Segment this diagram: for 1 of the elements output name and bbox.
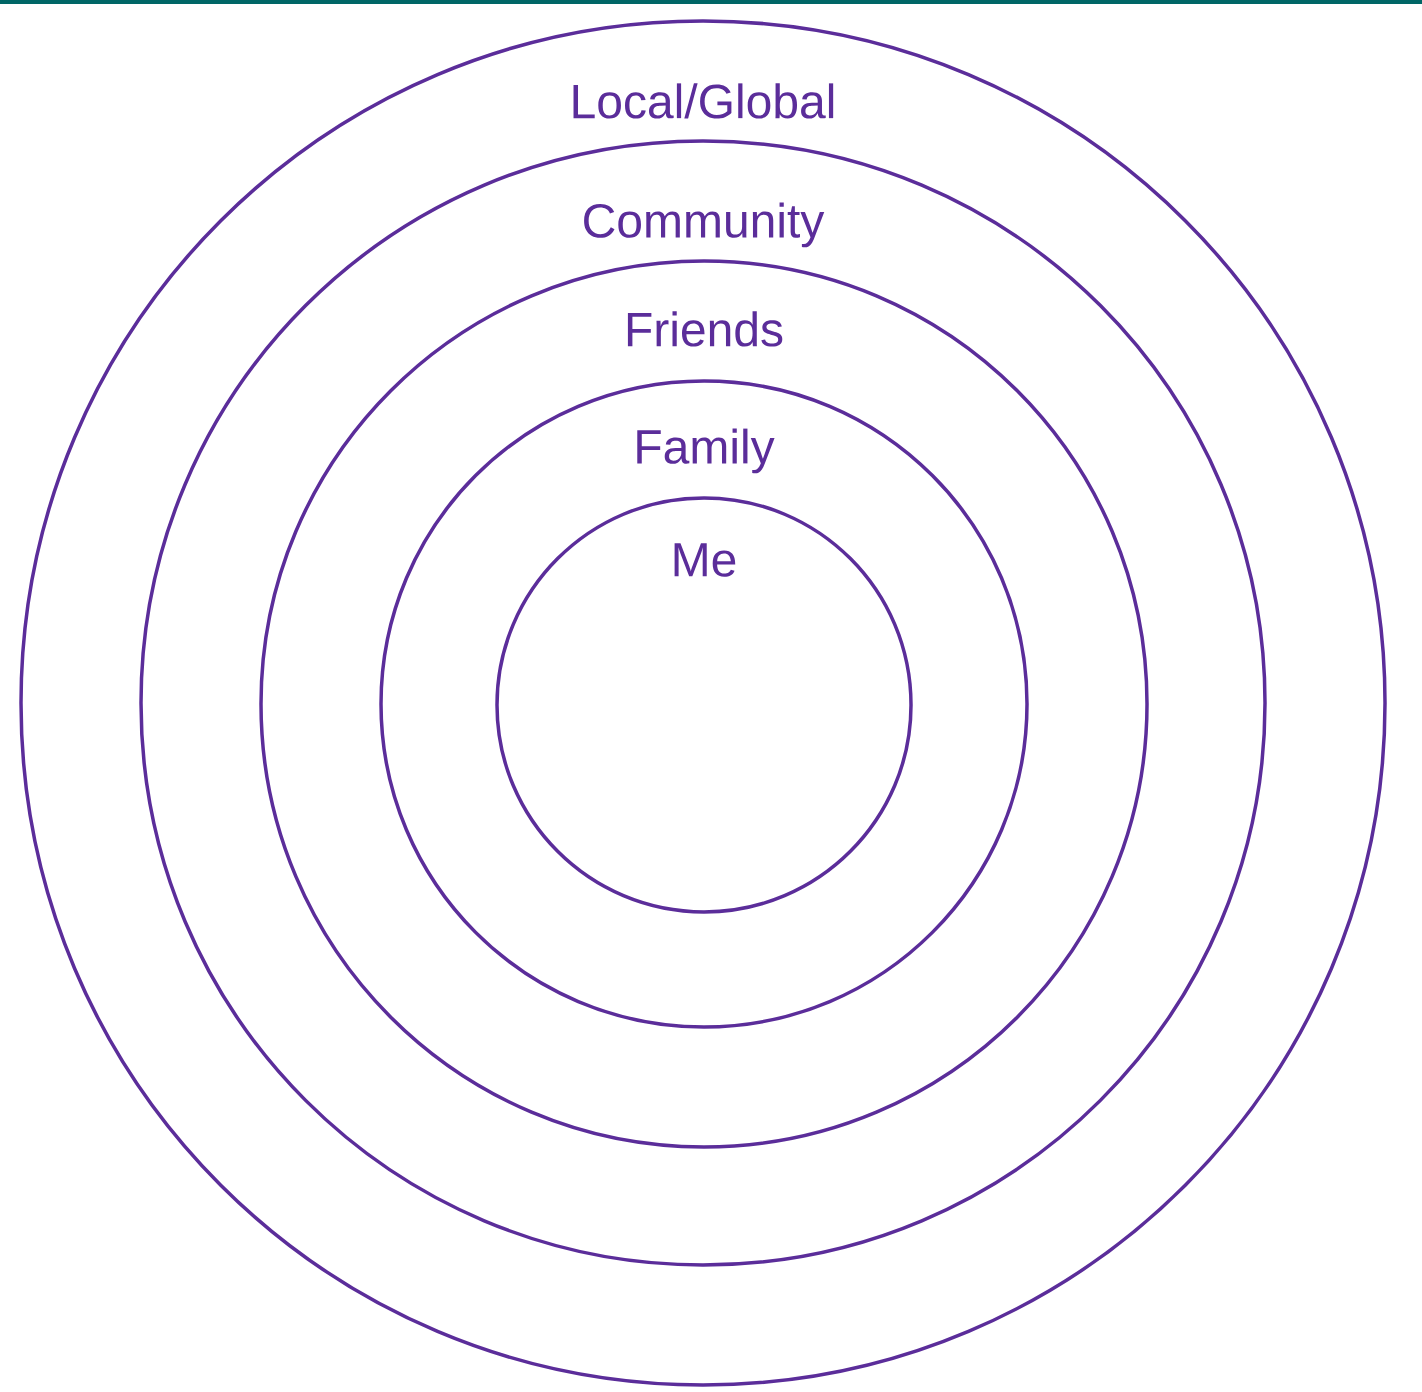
ring: Me (495, 496, 913, 914)
